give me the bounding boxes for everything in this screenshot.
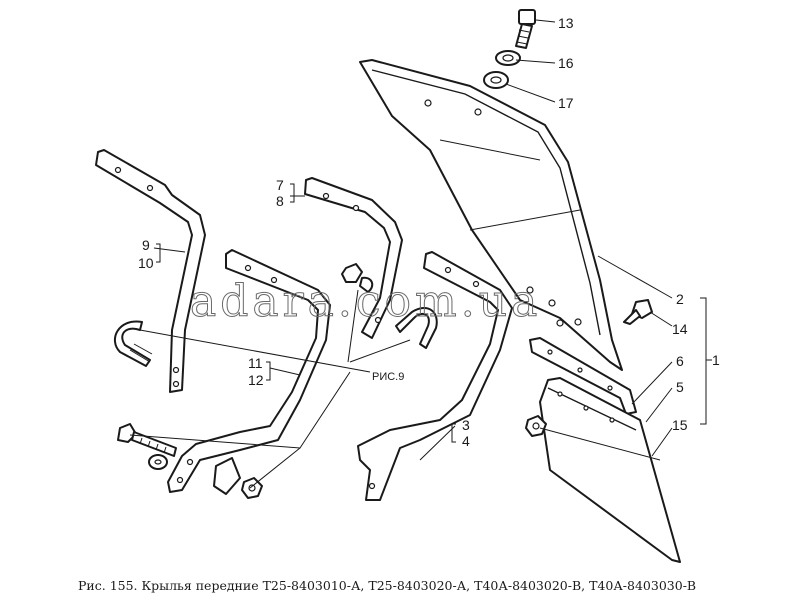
u-bolt-left bbox=[114, 320, 153, 367]
mud-flap-5 bbox=[539, 377, 681, 563]
label-15: 15 bbox=[672, 417, 688, 433]
u-bolt-middle bbox=[395, 307, 438, 349]
label-brace-9-10 bbox=[156, 243, 161, 263]
label-11: 11 bbox=[248, 355, 263, 371]
label-12: 12 bbox=[248, 372, 264, 388]
watermark: adara.com.ua bbox=[190, 276, 541, 327]
label-10: 10 bbox=[138, 255, 154, 271]
nut-15 bbox=[525, 415, 547, 437]
clamp-plate bbox=[213, 457, 241, 495]
nut-middle bbox=[341, 263, 374, 293]
label-brace-7-8 bbox=[290, 183, 295, 203]
label-5: 5 bbox=[676, 379, 684, 395]
label-7: 7 bbox=[276, 177, 284, 193]
label-1: 1 bbox=[712, 352, 720, 368]
fender-panel bbox=[359, 59, 623, 371]
strip-6 bbox=[529, 337, 637, 415]
label-6: 6 bbox=[676, 353, 684, 369]
flat-washer-17 bbox=[483, 71, 509, 89]
label-4: 4 bbox=[462, 433, 470, 449]
label-17: 17 bbox=[558, 95, 574, 111]
label-13: 13 bbox=[558, 15, 574, 31]
bracket-9-10 bbox=[95, 149, 206, 393]
label-brace-11-12 bbox=[266, 361, 271, 381]
label-3: 3 bbox=[462, 417, 470, 433]
bolt-14 bbox=[623, 299, 653, 325]
label-9: 9 bbox=[142, 237, 150, 253]
label-brace-3-4 bbox=[451, 423, 456, 443]
label-16: 16 bbox=[558, 55, 574, 71]
bolt-lower-left bbox=[117, 423, 177, 457]
bracket-7-8 bbox=[304, 177, 403, 339]
leader-lines bbox=[129, 19, 712, 489]
figure-caption: Рис. 155. Крылья передние Т25-8403010-А,… bbox=[78, 578, 697, 593]
label-8: 8 bbox=[276, 193, 284, 209]
bracket-3-4 bbox=[357, 251, 513, 501]
bolt-13 bbox=[515, 9, 536, 49]
label-14: 14 bbox=[672, 321, 688, 337]
spring-washer-16 bbox=[495, 50, 521, 66]
label-2: 2 bbox=[676, 291, 684, 307]
washer-lower-left bbox=[148, 454, 168, 470]
ref-label-ris9: РИС.9 bbox=[372, 371, 404, 383]
